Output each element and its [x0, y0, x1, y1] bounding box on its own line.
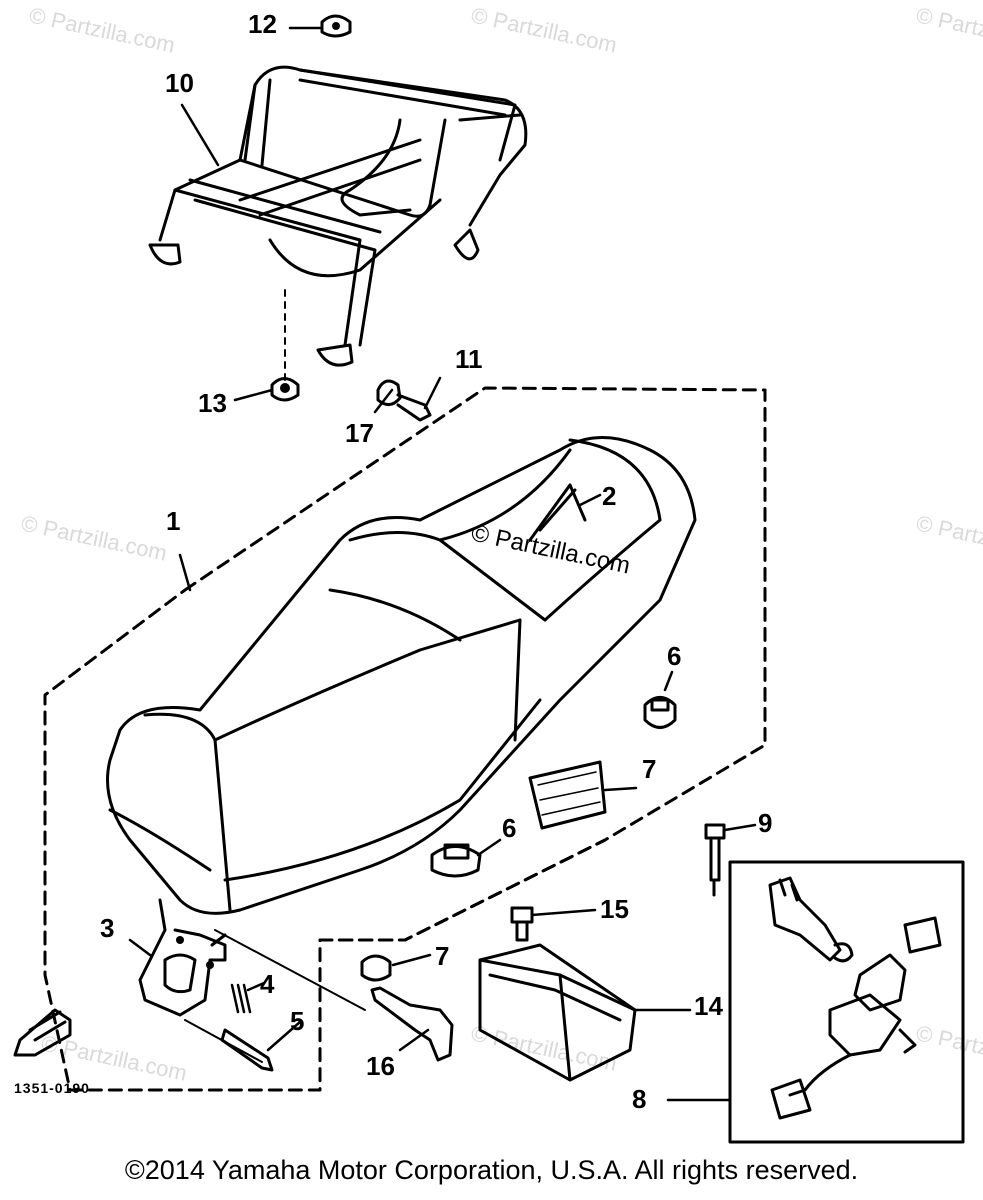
watermark-bottom-right: © Partzilla.com [914, 1020, 983, 1075]
copyright-notice: ©2014 Yamaha Motor Corporation, U.S.A. A… [124, 1155, 859, 1185]
callout-11: 11 [455, 344, 483, 374]
callout-13: 13 [198, 388, 227, 418]
watermark-top-center: © Partzilla.com [469, 2, 619, 57]
lock-assembly-outline [318, 838, 607, 942]
hinge-guide-line-2 [184, 1019, 263, 1063]
callout-12: 12 [248, 9, 277, 39]
nut-12 [320, 14, 352, 38]
seat-strap [528, 483, 587, 542]
storage-tray [478, 943, 637, 1082]
callout-17: 17 [345, 418, 374, 448]
lock-cylinder [768, 876, 854, 963]
leader-lines [128, 26, 757, 1102]
label-plate [528, 760, 607, 830]
watermark-mid-left: © Partzilla.com [19, 510, 169, 565]
callout-7b: 7 [435, 941, 449, 971]
nut-13 [270, 377, 300, 402]
callout-10: 10 [165, 68, 194, 98]
hinge-guide-line [214, 929, 366, 1011]
ignition-switch [770, 916, 942, 1120]
callout-3: 3 [100, 913, 114, 943]
callout-8: 8 [632, 1084, 646, 1114]
callout-4: 4 [260, 969, 275, 999]
bolt-9 [704, 823, 726, 897]
accents [176, 22, 340, 969]
diagram-part-code: 1351-0190 [14, 1080, 90, 1096]
callout-6a: 6 [667, 641, 681, 671]
screw-15 [510, 906, 534, 942]
callout-14: 14 [694, 991, 723, 1021]
rear-carrier-rack [148, 65, 528, 367]
bolt-11 [376, 379, 432, 422]
seat-latch [370, 986, 454, 1062]
callout-7a: 7 [642, 754, 656, 784]
hinge-spring [230, 983, 252, 1014]
seat [106, 436, 697, 915]
watermark-center: © Partzilla.com [469, 519, 633, 579]
damper-upper [643, 696, 677, 729]
small-catch [13, 1008, 72, 1057]
callout-5: 5 [290, 1006, 304, 1036]
callout-16: 16 [366, 1051, 395, 1081]
watermark-mid-right: © Partzilla.com [914, 510, 983, 565]
callout-6b: 6 [502, 813, 516, 843]
callouts: 12 10 11 13 17 2 1 6 7 6 9 15 3 7 4 14 5… [14, 9, 772, 1114]
nut-7 [360, 954, 392, 982]
damper-lower [430, 843, 482, 878]
seat-assembly-outline [43, 386, 767, 1092]
callout-2: 2 [602, 481, 616, 511]
lock-set-box [728, 860, 965, 1144]
seat-hinge [138, 898, 227, 1017]
watermark-top-right: © Partzilla.com [914, 2, 983, 57]
callout-1: 1 [166, 506, 180, 536]
callout-15: 15 [600, 894, 629, 924]
callout-9: 9 [758, 808, 772, 838]
hinge-pin [220, 1028, 274, 1072]
watermark-top-left: © Partzilla.com [27, 2, 177, 57]
